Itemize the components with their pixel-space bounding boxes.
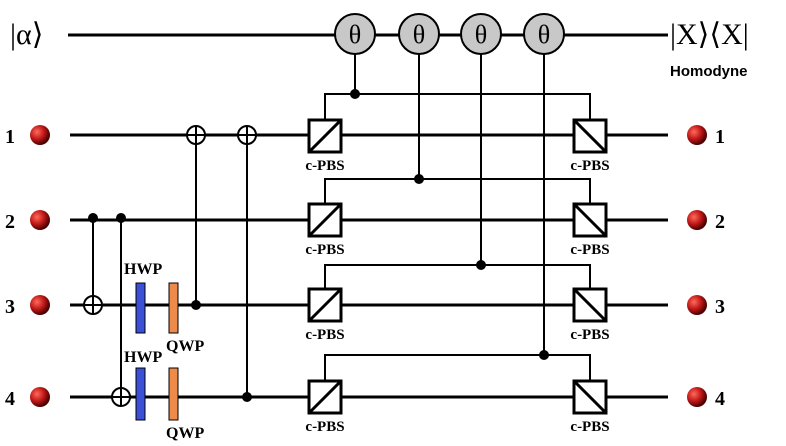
qubit-left-label-4: 4	[5, 388, 15, 410]
pbs-right-2-diagonal	[572, 202, 608, 238]
photon-output-4	[687, 387, 707, 407]
pbs-left-2-diagonal	[307, 202, 343, 238]
phase-gate-3-label: θ	[475, 20, 487, 49]
photon-source-4	[30, 387, 50, 407]
phase-gate-2-label: θ	[413, 20, 425, 49]
photon-output-3	[687, 295, 707, 315]
phase-gate-4-label: θ	[538, 20, 550, 49]
pbs-left-3-label: c-PBS	[305, 327, 344, 343]
pbs-left-4-diagonal	[307, 379, 343, 415]
qwp-label-3: QWP	[166, 338, 204, 355]
hwp-plate-3	[135, 282, 146, 334]
qubit-right-label-1: 1	[715, 126, 725, 148]
homodyne-caption: Homodyne	[670, 63, 748, 80]
hwp-plate-4	[135, 367, 146, 421]
pbs-left-1-label: c-PBS	[305, 158, 344, 174]
bus-loop-3	[324, 264, 591, 291]
homodyne-projector-label: |X⟩⟨X|	[670, 18, 749, 51]
qubit-right-label-4: 4	[715, 388, 725, 410]
qwp-plate-4	[168, 367, 179, 421]
qubit-left-label-3: 3	[5, 296, 15, 318]
pbs-right-2-label: c-PBS	[570, 242, 609, 258]
phase-gate-1-label: θ	[349, 20, 361, 49]
qubit-left-label-1: 1	[5, 126, 15, 148]
pbs-right-3-label: c-PBS	[570, 327, 609, 343]
pbs-right-1-label: c-PBS	[570, 158, 609, 174]
pbs-right-1-diagonal	[572, 118, 608, 154]
cnot-control-dot-2a	[88, 213, 98, 223]
qwp-plate-3	[168, 282, 179, 334]
phase-gate-2	[398, 13, 440, 55]
cnot-control-dot-4	[242, 392, 252, 402]
cnot-control-dot-2b	[116, 213, 126, 223]
qwp-label-4: QWP	[166, 425, 204, 442]
bus-loop-1	[324, 93, 591, 122]
pbs-left-1-diagonal	[307, 118, 343, 154]
photon-source-1	[30, 125, 50, 145]
qubit-right-label-3: 3	[715, 296, 725, 318]
photon-source-2	[30, 210, 50, 230]
phase-gate-3	[460, 13, 502, 55]
phase-gate-4	[523, 13, 565, 55]
input-coherent-state-label: |α⟩	[10, 18, 43, 51]
pbs-left-2-label: c-PBS	[305, 242, 344, 258]
qubit-right-label-2: 2	[715, 211, 725, 233]
hwp-label-4: HWP	[124, 349, 162, 366]
photon-source-3	[30, 295, 50, 315]
pbs-left-4-label: c-PBS	[305, 419, 344, 435]
cnot-control-dot-3	[191, 300, 201, 310]
photon-output-2	[687, 210, 707, 230]
hwp-label-3: HWP	[124, 261, 162, 278]
qubit-left-label-2: 2	[5, 211, 15, 233]
pbs-right-4-diagonal	[572, 379, 608, 415]
pbs-right-4-label: c-PBS	[570, 419, 609, 435]
bus-loop-2	[324, 178, 591, 206]
photon-output-1	[687, 125, 707, 145]
bus-loop-4	[324, 354, 591, 383]
pbs-left-3-diagonal	[307, 287, 343, 323]
phase-gate-1	[334, 13, 376, 55]
pbs-right-3-diagonal	[572, 287, 608, 323]
